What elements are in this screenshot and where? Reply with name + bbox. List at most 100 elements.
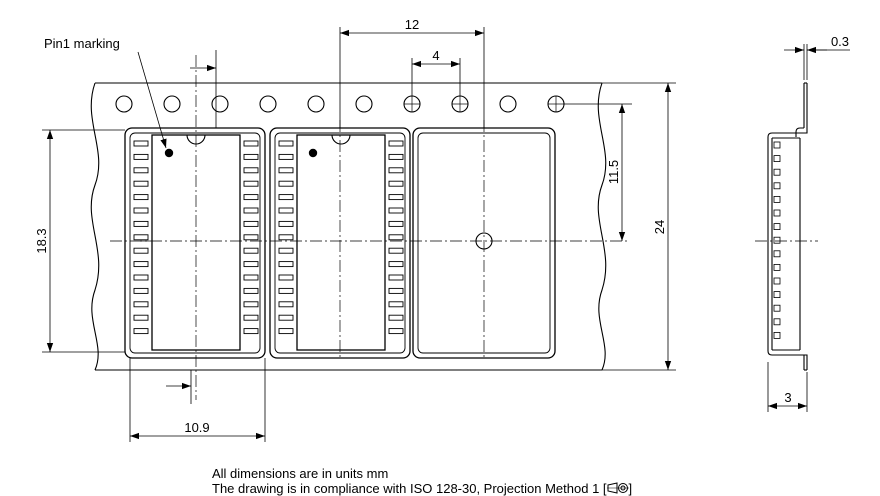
ic-lead [278,167,294,174]
ic-lead [278,220,294,227]
ic-lead [133,301,149,308]
compliance-note: The drawing is in compliance with ISO 12… [212,481,832,496]
side-view-leads [773,141,781,339]
ic-lead [773,291,781,299]
ic-lead [243,220,259,227]
ic-lead [133,287,149,294]
ic-lead [278,328,294,335]
pocket-1 [124,127,266,359]
ic-lead [388,287,404,294]
compliance-prefix: The drawing is in compliance with ISO 12… [212,481,607,496]
dim-hole-center-label: 11.5 [606,160,621,184]
ic-lead [773,277,781,285]
ic-lead [133,234,149,241]
ic-lead [243,153,259,160]
ic-lead [133,153,149,160]
ic-lead [388,301,404,308]
units-note: All dimensions are in units mm [212,466,389,481]
ic-lead [773,236,781,244]
ic-lead [773,304,781,312]
drawing-notes: All dimensions are in units mm The drawi… [212,466,832,496]
pin1-dot-2 [308,148,318,158]
ic-lead [278,194,294,201]
first-angle-projection-icon [606,482,629,494]
ic-lead [278,140,294,147]
ic-lead [133,274,149,281]
ic-lead [388,194,404,201]
ic-lead [773,263,781,271]
ic-lead [388,153,404,160]
ic-lead [388,234,404,241]
ic-lead [773,195,781,203]
ic-lead [243,247,259,254]
ic-lead [133,247,149,254]
ic-lead [243,287,259,294]
dim-pocket-pitch-label: 10.9 [184,420,209,435]
ic-lead [773,331,781,339]
ic-lead [133,140,149,147]
ic-lead [243,180,259,187]
center-lines [110,55,630,400]
pin1-marking-label: Pin1 marking [44,36,120,51]
ic-lead [388,180,404,187]
ic-lead [243,328,259,335]
side-dimension-lines [767,44,850,412]
ic-lead [278,247,294,254]
ic-lead [388,220,404,227]
ic-lead [388,247,404,254]
ic-lead [773,182,781,190]
dim-tape-width-label: 24 [652,220,667,234]
ic-lead [773,223,781,231]
dim-pitch-label: 12 [405,17,419,32]
ic-leads-1 [133,140,259,335]
dim-tape-thickness-label: 0.3 [831,34,849,49]
ic-lead [133,194,149,201]
ic-lead [133,314,149,321]
dim-sprocket-pitch-label: 4 [432,48,439,63]
pin1-dot-1 [164,148,174,158]
ic-lead [388,314,404,321]
ic-lead [388,328,404,335]
ic-lead [278,314,294,321]
ic-lead [773,250,781,258]
ic-lead [278,234,294,241]
ic-lead [773,141,781,149]
ic-lead [243,274,259,281]
ic-lead [133,328,149,335]
ic-leads-2 [278,140,404,335]
ic-lead [243,234,259,241]
ic-lead [133,220,149,227]
ic-lead [278,274,294,281]
dim-pocket-width-label: 18.3 [34,228,49,253]
ic-lead [278,261,294,268]
compliance-suffix: ] [628,481,633,496]
ic-lead [278,153,294,160]
ic-lead [133,180,149,187]
ic-lead [133,167,149,174]
ic-lead [278,180,294,187]
ic-lead [388,274,404,281]
ic-lead [388,261,404,268]
ic-lead [278,207,294,214]
carrier-tape [90,82,607,371]
ic-lead [388,167,404,174]
dim-pocket-depth-label: 3 [784,390,791,405]
ic-lead [133,207,149,214]
ic-lead [243,167,259,174]
ic-lead [278,301,294,308]
ic-lead [773,209,781,217]
ic-lead [773,168,781,176]
ic-lead [243,314,259,321]
ic-lead [133,261,149,268]
ic-lead [388,140,404,147]
ic-lead [773,155,781,163]
ic-lead [243,301,259,308]
ic-lead [243,140,259,147]
ic-lead [773,318,781,326]
ic-lead [278,287,294,294]
ic-lead [243,194,259,201]
ic-lead [388,207,404,214]
ic-lead [243,207,259,214]
tape-side-view [767,82,808,371]
